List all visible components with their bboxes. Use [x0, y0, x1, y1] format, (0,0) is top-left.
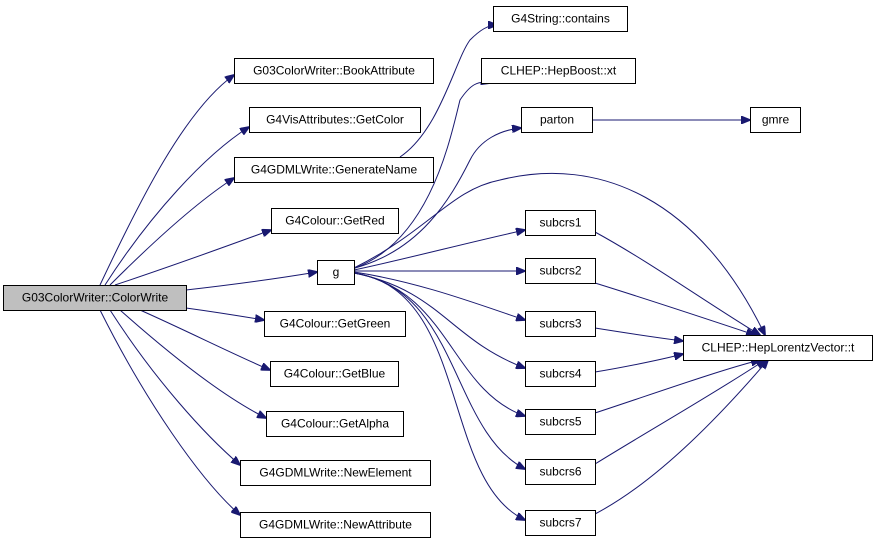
node-subcrs5[interactable]: subcrs5	[525, 409, 596, 435]
node-g[interactable]: g	[317, 260, 355, 285]
edge-g-to-parton	[354, 128, 521, 269]
node-subcrs2[interactable]: subcrs2	[525, 258, 596, 284]
node-box	[525, 510, 596, 536]
edge-subcrs1-to-lorentzt	[594, 231, 760, 335]
node-label: CLHEP::HepBoost::xt	[501, 64, 617, 78]
edge-g-to-boostxt	[354, 82, 490, 269]
node-label: G03ColorWriter::BookAttribute	[253, 64, 415, 78]
node-box	[525, 361, 596, 387]
node-subcrs6[interactable]: subcrs6	[525, 459, 596, 485]
node-subcrs4[interactable]: subcrs4	[525, 361, 596, 387]
edge-root-to-getred	[114, 230, 271, 286]
edge-layer	[99, 25, 768, 520]
edge-g-to-subcrs4	[353, 272, 525, 368]
edge-root-to-getcolor	[104, 127, 249, 286]
node-box	[525, 311, 596, 337]
node-box	[525, 210, 596, 236]
node-label: subcrs1	[539, 216, 581, 230]
node-box	[750, 107, 801, 133]
node-parton[interactable]: parton	[521, 107, 593, 133]
node-label: subcrs7	[539, 516, 581, 530]
node-box	[264, 311, 406, 337]
node-label: subcrs2	[539, 264, 581, 278]
edge-root-to-getgreen	[185, 307, 264, 320]
node-label: subcrs3	[539, 317, 581, 331]
edge-root-to-g	[185, 272, 317, 291]
node-lorentzt[interactable]: CLHEP::HepLorentzVector::t	[683, 335, 873, 361]
edge-g-to-subcrs7	[353, 272, 525, 520]
node-layer: G03ColorWriter::ColorWrite G03ColorWriter…	[3, 6, 873, 538]
node-box	[525, 409, 596, 435]
edge-subcrs5-to-lorentzt	[594, 360, 760, 414]
node-getalpha[interactable]: G4Colour::GetAlpha	[266, 411, 404, 437]
edge-root-to-genname	[109, 178, 234, 286]
node-label: G4Colour::GetRed	[285, 214, 384, 228]
node-label: G4GDMLWrite::NewAttribute	[259, 518, 412, 532]
node-label: subcrs6	[539, 465, 581, 479]
node-label: G4Colour::GetAlpha	[281, 417, 389, 431]
edge-root-to-bookattr	[99, 75, 234, 286]
node-label: g	[333, 265, 340, 279]
node-label: CLHEP::HepLorentzVector::t	[702, 341, 855, 355]
node-label: G4VisAttributes::GetColor	[266, 113, 404, 127]
node-box	[3, 285, 187, 311]
node-label: gmre	[762, 113, 790, 127]
edge-subcrs7-to-lorentzt	[594, 360, 768, 515]
edge-g-to-subcrs3	[353, 271, 525, 320]
node-newelem[interactable]: G4GDMLWrite::NewElement	[240, 460, 431, 486]
node-label: G4String::contains	[511, 12, 610, 26]
node-genname[interactable]: G4GDMLWrite::GenerateName	[234, 157, 434, 183]
node-box	[683, 335, 873, 361]
node-subcrs7[interactable]: subcrs7	[525, 510, 596, 536]
node-box	[234, 157, 434, 183]
node-gmre[interactable]: gmre	[750, 107, 801, 133]
edge-g-to-subcrs1	[353, 230, 525, 271]
node-box	[270, 361, 399, 387]
node-label: G03ColorWriter::ColorWrite	[22, 291, 169, 305]
node-root[interactable]: G03ColorWriter::ColorWrite	[3, 285, 187, 311]
node-box	[266, 411, 404, 437]
node-label: G4Colour::GetBlue	[284, 367, 386, 381]
edge-subcrs6-to-lorentzt	[594, 360, 765, 465]
node-getcolor[interactable]: G4VisAttributes::GetColor	[249, 107, 421, 133]
node-label: G4GDMLWrite::NewElement	[259, 466, 412, 480]
edge-root-to-getblue	[139, 309, 270, 370]
node-label: G4GDMLWrite::GenerateName	[251, 163, 418, 177]
edge-subcrs2-to-lorentzt	[594, 282, 755, 335]
node-label: subcrs4	[539, 367, 581, 381]
node-box	[481, 58, 636, 84]
node-box	[493, 6, 628, 32]
node-label: G4Colour::GetGreen	[280, 317, 391, 331]
node-box	[271, 208, 399, 234]
node-getgreen[interactable]: G4Colour::GetGreen	[264, 311, 406, 337]
edge-subcrs3-to-lorentzt	[594, 327, 683, 341]
node-boostxt[interactable]: CLHEP::HepBoost::xt	[481, 58, 636, 84]
edge-subcrs4-to-lorentzt	[594, 354, 683, 373]
edge-root-to-newelem	[109, 309, 240, 465]
node-getblue[interactable]: G4Colour::GetBlue	[270, 361, 399, 387]
node-box	[525, 459, 596, 485]
node-box	[521, 107, 593, 133]
node-label: parton	[540, 113, 574, 127]
node-box	[317, 260, 355, 285]
node-label: subcrs5	[539, 415, 581, 429]
node-newattr[interactable]: G4GDMLWrite::NewAttribute	[240, 512, 431, 538]
node-subcrs1[interactable]: subcrs1	[525, 210, 596, 236]
edge-root-to-newattr	[99, 309, 240, 515]
edge-genname-to-contains	[399, 25, 497, 158]
edge-g-to-subcrs5	[353, 272, 525, 416]
node-box	[249, 107, 421, 133]
node-getred[interactable]: G4Colour::GetRed	[271, 208, 399, 234]
node-box	[240, 460, 431, 486]
node-contains[interactable]: G4String::contains	[493, 6, 628, 32]
node-bookattr[interactable]: G03ColorWriter::BookAttribute	[234, 58, 434, 84]
node-subcrs3[interactable]: subcrs3	[525, 311, 596, 337]
node-box	[234, 58, 434, 84]
edge-root-to-getalpha	[119, 309, 266, 418]
node-box	[525, 258, 596, 284]
edge-g-to-lorentzt	[353, 173, 765, 335]
node-box	[240, 512, 431, 538]
